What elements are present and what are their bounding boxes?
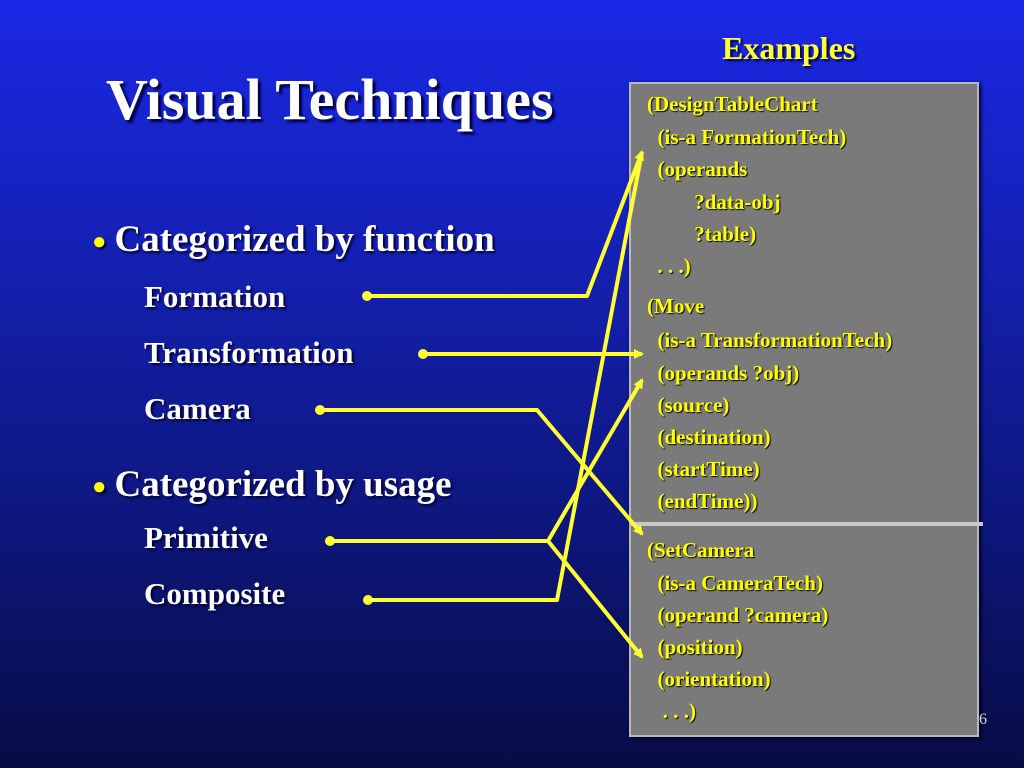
connector-dot-primitive bbox=[325, 536, 335, 546]
connector-dot-transformation bbox=[418, 349, 428, 359]
code-line: (Move bbox=[647, 294, 705, 318]
page-number: 6 bbox=[979, 711, 987, 728]
bullet-dot-icon: ● bbox=[92, 229, 107, 256]
examples-heading: Examples bbox=[722, 30, 856, 66]
item-camera: Camera bbox=[144, 391, 251, 426]
connector-camera-line bbox=[320, 408, 644, 536]
code-line: (destination) bbox=[647, 425, 771, 449]
code-line: ?data-obj bbox=[647, 190, 781, 214]
item-transformation: Transformation bbox=[144, 335, 354, 370]
code-line: (operands ?obj) bbox=[647, 361, 800, 385]
code-line: (position) bbox=[647, 635, 743, 659]
item-formation: Formation bbox=[144, 279, 286, 314]
connector-primitive-to-camera bbox=[546, 539, 644, 659]
item-primitive: Primitive bbox=[144, 520, 268, 555]
connector-dot-camera bbox=[315, 405, 325, 415]
slide-title: Visual Techniques bbox=[106, 67, 554, 132]
code-line: (operand ?camera) bbox=[647, 603, 829, 627]
connector-dot-composite bbox=[363, 595, 373, 605]
code-line: (source) bbox=[647, 393, 730, 417]
item-composite: Composite bbox=[144, 576, 286, 611]
code-line: (is-a TransformationTech) bbox=[647, 328, 893, 352]
bullet-heading-usage: ● Categorized by usage bbox=[92, 463, 452, 506]
code-line: . . .) bbox=[647, 699, 696, 723]
examples-code-box bbox=[629, 82, 979, 737]
bullet-dot-icon: ● bbox=[92, 474, 107, 501]
code-line: (is-a FormationTech) bbox=[647, 125, 847, 149]
code-line: (DesignTableChart bbox=[647, 92, 818, 116]
bullet-heading-function: ● Categorized by function bbox=[92, 218, 495, 261]
code-line: . . .) bbox=[647, 254, 691, 278]
code-line: ?table) bbox=[647, 222, 757, 246]
code-line: (startTime) bbox=[647, 457, 760, 481]
code-line: (SetCamera bbox=[647, 538, 755, 562]
code-box-divider bbox=[631, 522, 983, 526]
code-line: (operands bbox=[647, 157, 748, 181]
bullet-heading-text: Categorized by function bbox=[114, 219, 495, 260]
bullet-heading-text: Categorized by usage bbox=[114, 464, 452, 505]
connector-formation-line bbox=[367, 150, 644, 298]
code-line: (is-a CameraTech) bbox=[647, 571, 823, 595]
connector-dot-formation bbox=[362, 291, 372, 301]
code-line: (endTime)) bbox=[647, 489, 758, 513]
code-line: (orientation) bbox=[647, 667, 771, 691]
connector-composite-line bbox=[368, 151, 644, 602]
